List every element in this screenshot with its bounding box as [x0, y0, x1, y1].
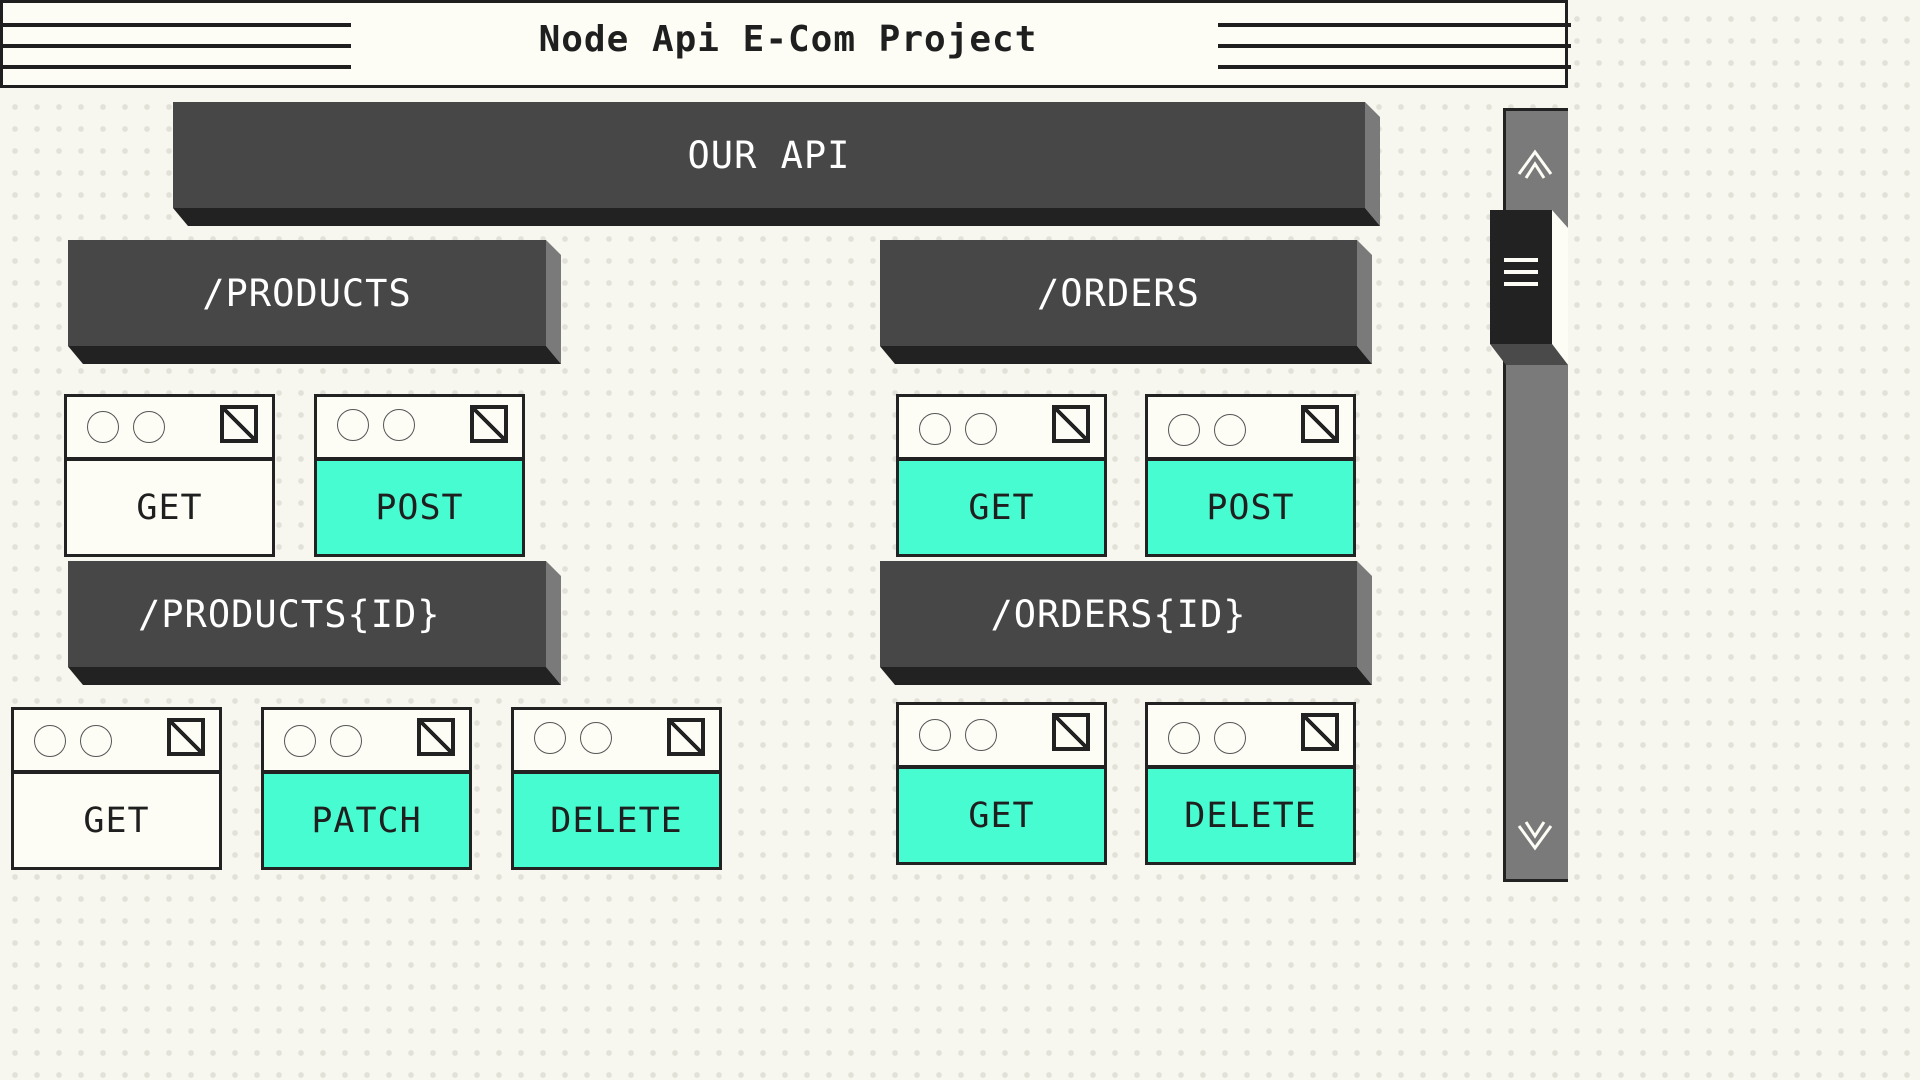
circle-icon: [80, 725, 112, 757]
order-id-delete-button[interactable]: DELETE: [1145, 766, 1356, 865]
circle-icon: [919, 719, 951, 751]
circle-icon: [919, 413, 951, 445]
products-post-button[interactable]: POST: [314, 458, 525, 557]
product-id-delete-card[interactable]: DELETE: [511, 707, 722, 870]
title-stripes-right: [1218, 21, 1571, 71]
window-title: Node Api E-Com Project: [538, 19, 1038, 60]
card-titlebar: [1145, 394, 1356, 460]
products-endpoint-label: /PRODUCTS: [68, 240, 546, 346]
our-api-label: OUR API: [173, 102, 1365, 208]
maximize-icon[interactable]: [667, 718, 705, 756]
product-id-get-button[interactable]: GET: [11, 771, 222, 870]
card-titlebar: [1145, 702, 1356, 768]
product-id-get-card[interactable]: GET: [11, 707, 222, 870]
title-stripes-left: [3, 21, 351, 71]
products-get-card[interactable]: GET: [64, 394, 275, 557]
circle-icon: [534, 722, 566, 754]
card-titlebar: [896, 394, 1107, 460]
orders-post-card[interactable]: POST: [1145, 394, 1356, 557]
circle-icon: [337, 409, 369, 441]
chevron-down-icon[interactable]: [1516, 818, 1554, 858]
circle-icon: [34, 725, 66, 757]
order-id-endpoint-label: /ORDERS{ID}: [880, 561, 1357, 667]
order-id-delete-card[interactable]: DELETE: [1145, 702, 1356, 865]
circle-icon: [580, 722, 612, 754]
product-id-patch-card[interactable]: PATCH: [261, 707, 472, 870]
order-id-get-card[interactable]: GET: [896, 702, 1107, 865]
orders-get-card[interactable]: GET: [896, 394, 1107, 557]
chevron-up-icon[interactable]: [1516, 144, 1554, 184]
circle-icon: [965, 719, 997, 751]
order-id-get-button[interactable]: GET: [896, 766, 1107, 865]
circle-icon: [87, 411, 119, 443]
menu-icon: [1504, 258, 1538, 288]
circle-icon: [1214, 722, 1246, 754]
maximize-icon[interactable]: [1052, 713, 1090, 751]
products-endpoint-header: /PRODUCTS: [68, 240, 561, 364]
circle-icon: [1214, 414, 1246, 446]
card-titlebar: [261, 707, 472, 773]
maximize-icon[interactable]: [417, 718, 455, 756]
card-titlebar: [314, 394, 525, 460]
product-id-patch-button[interactable]: PATCH: [261, 771, 472, 870]
circle-icon: [383, 409, 415, 441]
circle-icon: [1168, 722, 1200, 754]
orders-post-button[interactable]: POST: [1145, 458, 1356, 557]
maximize-icon[interactable]: [470, 405, 508, 443]
circle-icon: [1168, 414, 1200, 446]
circle-icon: [330, 725, 362, 757]
card-titlebar: [64, 394, 275, 460]
maximize-icon[interactable]: [220, 405, 258, 443]
product-id-endpoint-header: /PRODUCTS{ID}: [68, 561, 561, 685]
maximize-icon[interactable]: [1301, 713, 1339, 751]
circle-icon: [133, 411, 165, 443]
circle-icon: [284, 725, 316, 757]
card-titlebar: [896, 702, 1107, 768]
maximize-icon[interactable]: [1052, 405, 1090, 443]
products-get-button[interactable]: GET: [64, 458, 275, 557]
order-id-endpoint-header: /ORDERS{ID}: [880, 561, 1372, 685]
scrollbar-thumb[interactable]: [1490, 210, 1568, 365]
products-post-card[interactable]: POST: [314, 394, 525, 557]
card-titlebar: [511, 707, 722, 773]
product-id-endpoint-label: /PRODUCTS{ID}: [68, 561, 546, 667]
circle-icon: [965, 413, 997, 445]
card-titlebar: [11, 707, 222, 773]
maximize-icon[interactable]: [1301, 405, 1339, 443]
our-api-header: OUR API: [173, 102, 1380, 226]
product-id-delete-button[interactable]: DELETE: [511, 771, 722, 870]
maximize-icon[interactable]: [167, 718, 205, 756]
title-bar: Node Api E-Com Project: [0, 0, 1571, 88]
orders-endpoint-header: /ORDERS: [880, 240, 1372, 364]
orders-get-button[interactable]: GET: [896, 458, 1107, 557]
orders-endpoint-label: /ORDERS: [880, 240, 1357, 346]
